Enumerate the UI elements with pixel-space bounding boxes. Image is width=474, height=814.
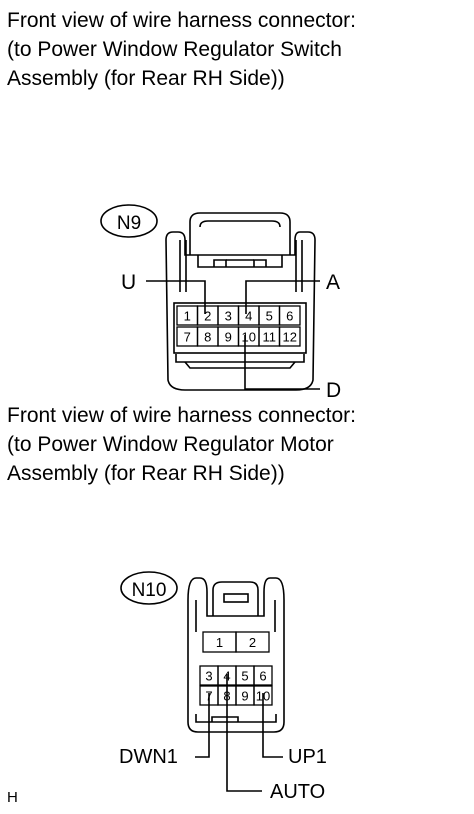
caption-line: Assembly (for Rear RH Side)) — [7, 67, 285, 90]
pin-cell — [278, 326, 301, 347]
pin-number: 7 — [184, 330, 191, 345]
pin-number: 12 — [283, 330, 297, 345]
connector-id-badge — [100, 204, 158, 238]
terminal-label-a: A — [326, 271, 340, 294]
leader-a — [245, 280, 320, 314]
connector-1-caption: Front view of wire harness connector: (t… — [7, 6, 356, 93]
terminal-label-d: D — [326, 379, 341, 402]
caption-line: Assembly (for Rear RH Side)) — [7, 462, 285, 485]
pin-number: 5 — [266, 309, 273, 324]
caption-line: (to Power Window Regulator Switch — [7, 38, 342, 61]
pin-number: 5 — [241, 669, 248, 684]
connector-n10 — [120, 571, 285, 733]
pin-frame — [173, 302, 307, 354]
caption-line: Front view of wire harness connector: — [7, 404, 356, 427]
pin-number: 1 — [184, 309, 191, 324]
connector-housing — [165, 231, 316, 391]
pin-number: 2 — [249, 635, 256, 650]
pin-number: 4 — [245, 309, 252, 324]
leader-lines — [146, 280, 320, 792]
pin-number: 11 — [263, 330, 277, 345]
connector-id-n9: N9 — [117, 213, 141, 234]
caption-line: (to Power Window Regulator Motor — [7, 433, 334, 456]
leader-u — [146, 280, 206, 314]
pin-number: 6 — [259, 669, 266, 684]
locking-latch — [212, 581, 259, 616]
terminal-label-up1: UP1 — [288, 746, 327, 768]
pin-number: 8 — [204, 330, 211, 345]
pin-number: 3 — [225, 309, 232, 324]
caption-line: Front view of wire harness connector: — [7, 9, 356, 32]
connector-id-n10: N10 — [132, 580, 167, 601]
pin-number: 9 — [225, 330, 232, 345]
connector-n9 — [100, 204, 316, 391]
pin-number: 10 — [242, 330, 256, 345]
locking-latch — [189, 212, 291, 255]
leader-dwn1 — [195, 693, 210, 758]
pin-cell — [253, 665, 273, 686]
leader-auto — [226, 674, 262, 792]
pin-cell — [235, 631, 270, 653]
pin-number: 2 — [204, 309, 211, 324]
leader-d — [244, 335, 320, 390]
connector-id-badge — [120, 571, 178, 605]
leader-up1 — [262, 693, 283, 758]
pin-number: 1 — [216, 635, 223, 650]
terminal-label-auto: AUTO — [270, 781, 325, 803]
pin-number: 9 — [241, 689, 248, 704]
pin-number: 3 — [205, 669, 212, 684]
terminal-label-u: U — [121, 271, 136, 294]
connector-housing — [187, 577, 285, 733]
connector-2-caption: Front view of wire harness connector: (t… — [7, 401, 356, 488]
terminal-label-dwn1: DWN1 — [119, 746, 178, 768]
pin-number: 6 — [286, 309, 293, 324]
pin-cell — [278, 305, 301, 326]
footer-code: H — [7, 789, 18, 806]
